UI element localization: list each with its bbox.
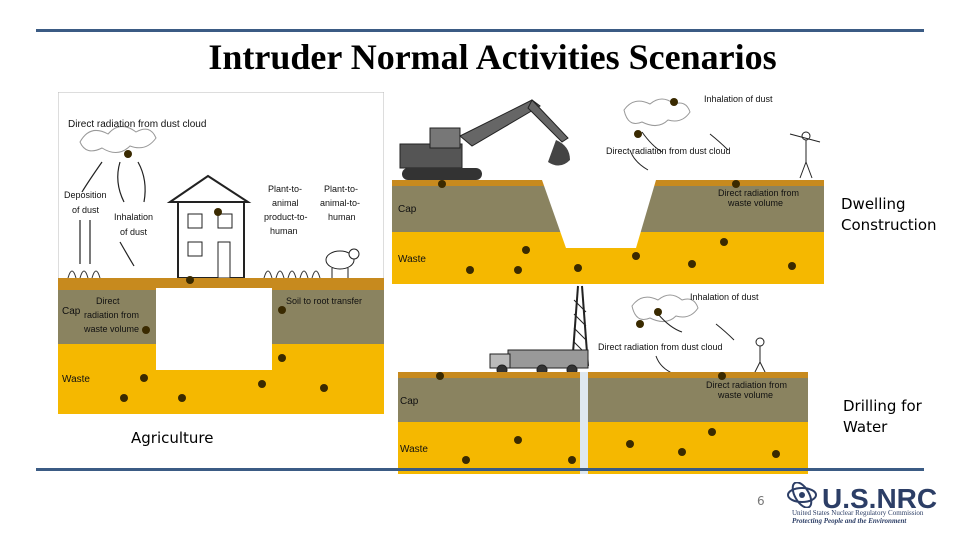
construction-label-dust-cloud: Direct radiation from dust cloud <box>606 146 731 156</box>
drilling-label-direct-1: Direct radiation from <box>706 380 787 390</box>
agri-label-direct-2: radiation from <box>84 310 139 320</box>
construction-diagram: Inhalation of dust Direct radiation from… <box>392 92 824 284</box>
agri-label-inhalation-1: Inhalation <box>114 212 153 222</box>
excavator-icon <box>400 100 570 180</box>
construction-label-cap: Cap <box>398 204 417 215</box>
nrc-logo-line1: United States Nuclear Regulatory Commiss… <box>792 509 923 517</box>
agri-label-cap: Cap <box>62 306 81 317</box>
drilling-label-inhalation: Inhalation of dust <box>690 292 759 302</box>
worker-icon <box>790 132 820 178</box>
agri-label-plant-3: product-to- <box>264 212 308 222</box>
caption-drilling-line1: Drilling for <box>843 396 922 417</box>
agri-label-dust-cloud: Direct radiation from dust cloud <box>68 119 206 130</box>
agriculture-diagram: Direct radiation from dust cloud Deposit… <box>58 92 384 414</box>
bottom-rule <box>36 468 924 471</box>
agri-label-plant2-1: Plant-to- <box>324 184 358 194</box>
drilling-label-cap: Cap <box>400 396 419 407</box>
construction-label-direct-2: waste volume <box>727 198 783 208</box>
page-number: 6 <box>757 494 765 508</box>
caption-dwelling: Dwelling Construction <box>841 194 937 236</box>
drilling-label-waste: Waste <box>400 444 428 455</box>
nrc-seal-icon <box>786 482 818 508</box>
drilling-label-dust-cloud: Direct radiation from dust cloud <box>598 342 723 352</box>
caption-dwelling-line1: Dwelling <box>841 194 937 215</box>
agri-label-direct-1: Direct <box>96 296 120 306</box>
agri-label-waste: Waste <box>62 374 90 385</box>
agri-label-soil-root: Soil to root transfer <box>286 296 362 306</box>
construction-label-waste: Waste <box>398 254 426 265</box>
agri-label-plant-1: Plant-to- <box>268 184 302 194</box>
construction-label-direct-1: Direct radiation from <box>718 188 799 198</box>
caption-drilling: Drilling for Water <box>843 396 922 438</box>
agri-label-deposition-2: of dust <box>72 205 100 215</box>
drilling-diagram: Inhalation of dust Direct radiation from… <box>392 284 808 474</box>
drilling-label-direct-2: waste volume <box>717 390 773 400</box>
drill-rig-icon <box>490 286 588 375</box>
slide-title: Intruder Normal Activities Scenarios <box>0 36 960 78</box>
agri-label-plant2-2: animal-to- <box>320 198 360 208</box>
nrc-logo-line2: Protecting People and the Environment <box>792 517 906 525</box>
agri-label-plant-2: animal <box>272 198 299 208</box>
top-rule <box>36 29 924 32</box>
caption-drilling-line2: Water <box>843 417 922 438</box>
caption-dwelling-line2: Construction <box>841 215 937 236</box>
agri-label-plant2-3: human <box>328 212 356 222</box>
agri-label-inhalation-2: of dust <box>120 227 148 237</box>
agri-label-plant-4: human <box>270 226 298 236</box>
agri-label-direct-3: waste volume <box>83 324 139 334</box>
caption-agriculture: Agriculture <box>131 428 214 449</box>
construction-label-inhalation: Inhalation of dust <box>704 94 773 104</box>
agri-label-deposition-1: Deposition <box>64 190 107 200</box>
worker-icon <box>754 338 766 374</box>
